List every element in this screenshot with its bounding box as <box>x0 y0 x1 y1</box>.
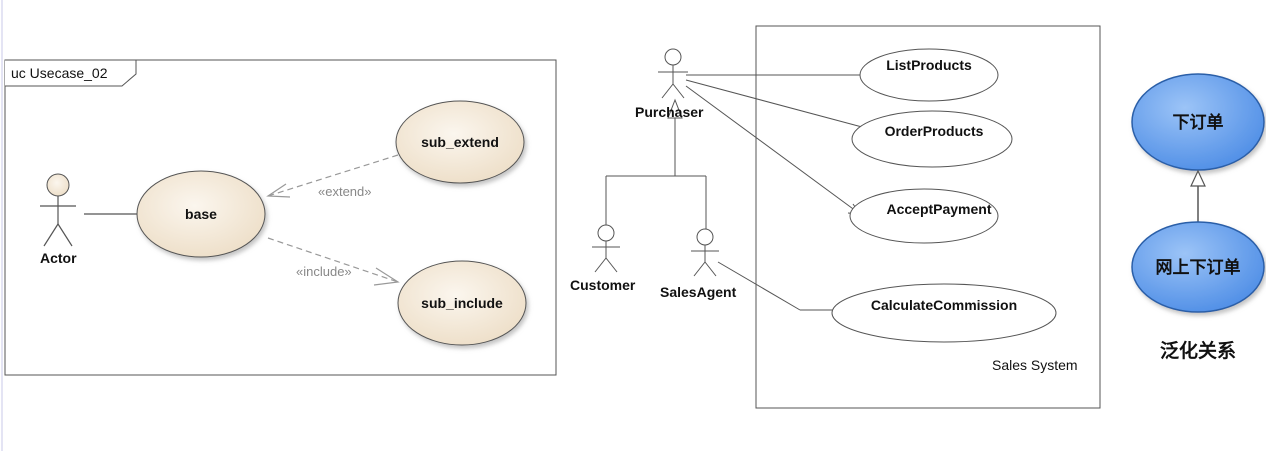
usecase-place-order-label: 下订单 <box>1173 112 1224 133</box>
usecase-sub-include-shape <box>397 260 527 346</box>
salesagent-commission-association <box>717 261 801 311</box>
actor-customer[interactable] <box>592 224 620 273</box>
frame-title-tab <box>5 59 137 87</box>
purchaser-orderproducts-association <box>685 79 863 128</box>
usecase-base-label: base <box>185 206 217 222</box>
salesagent-right-leg <box>704 261 717 277</box>
right-generalization-arrowhead <box>1190 169 1206 187</box>
usecase-base-shape <box>136 170 266 258</box>
include-stereotype: «include» <box>296 264 352 279</box>
actor-right-leg <box>57 223 73 247</box>
generalization-arrowhead <box>667 98 683 119</box>
include-arrowhead <box>373 267 400 286</box>
actor-left-leg <box>43 223 59 247</box>
usecase-calculatecommission-shape <box>831 283 1057 343</box>
purchaser-acceptpayment-association <box>685 85 861 215</box>
usecase-online-order-label: 网上下订单 <box>1156 257 1241 278</box>
usecase-calculatecommission[interactable]: CalculateCommission <box>831 283 1057 343</box>
extend-stereotype: «extend» <box>318 184 372 199</box>
customer-right-leg <box>605 257 618 273</box>
usecase-acceptpayment-shape <box>849 188 999 244</box>
usecase-orderproducts[interactable]: OrderProducts <box>851 110 1013 168</box>
actor-head <box>46 173 70 197</box>
customer-head <box>597 224 615 242</box>
purchaser-label: Purchaser <box>635 104 704 120</box>
usecase-online-order[interactable]: 网上下订单 <box>1131 221 1265 313</box>
extend-arrowhead <box>266 183 291 198</box>
salesagent-label: SalesAgent <box>660 284 737 300</box>
usecase-sub-extend[interactable]: sub_extend <box>395 100 525 184</box>
usecase-calculatecommission-label: CalculateCommission <box>871 297 1017 313</box>
actor-label: Actor <box>40 250 77 266</box>
include-relationship <box>267 237 399 283</box>
salesagent-head <box>696 228 714 246</box>
actor-salesagent[interactable] <box>691 228 719 277</box>
usecase-acceptpayment-label: AcceptPayment <box>886 201 991 217</box>
usecase-sub-extend-label: sub_extend <box>421 134 499 150</box>
generalization-tree <box>605 98 707 230</box>
usecase-listproducts-label: ListProducts <box>886 57 972 73</box>
salesagent-left-leg <box>693 261 706 277</box>
usecase-sub-extend-shape <box>395 100 525 184</box>
usecase-orderproducts-shape <box>851 110 1013 168</box>
extend-relationship <box>267 154 399 197</box>
usecase-listproducts[interactable]: ListProducts <box>859 48 999 102</box>
usecase-listproducts-shape <box>859 48 999 102</box>
customer-left-leg <box>594 257 607 273</box>
actor-stick-figure[interactable] <box>40 173 76 247</box>
usecase-orderproducts-label: OrderProducts <box>885 123 984 139</box>
frame-title: uc Usecase_02 <box>11 65 108 81</box>
usecase-online-order-shape <box>1131 221 1265 313</box>
usecase-acceptpayment[interactable]: AcceptPayment <box>849 188 999 244</box>
usecase-base[interactable]: base <box>136 170 266 258</box>
purchaser-right-leg <box>672 83 685 99</box>
customer-label: Customer <box>570 277 636 293</box>
purchaser-left-leg <box>661 83 674 99</box>
generalization-caption: 泛化关系 <box>1160 339 1236 362</box>
actor-purchaser[interactable] <box>658 48 688 99</box>
purchaser-head <box>664 48 682 66</box>
usecase-place-order[interactable]: 下订单 <box>1131 73 1265 171</box>
system-name: Sales System <box>992 357 1078 373</box>
usecase-sub-include[interactable]: sub_include <box>397 260 527 346</box>
usecase-sub-include-label: sub_include <box>421 295 503 311</box>
